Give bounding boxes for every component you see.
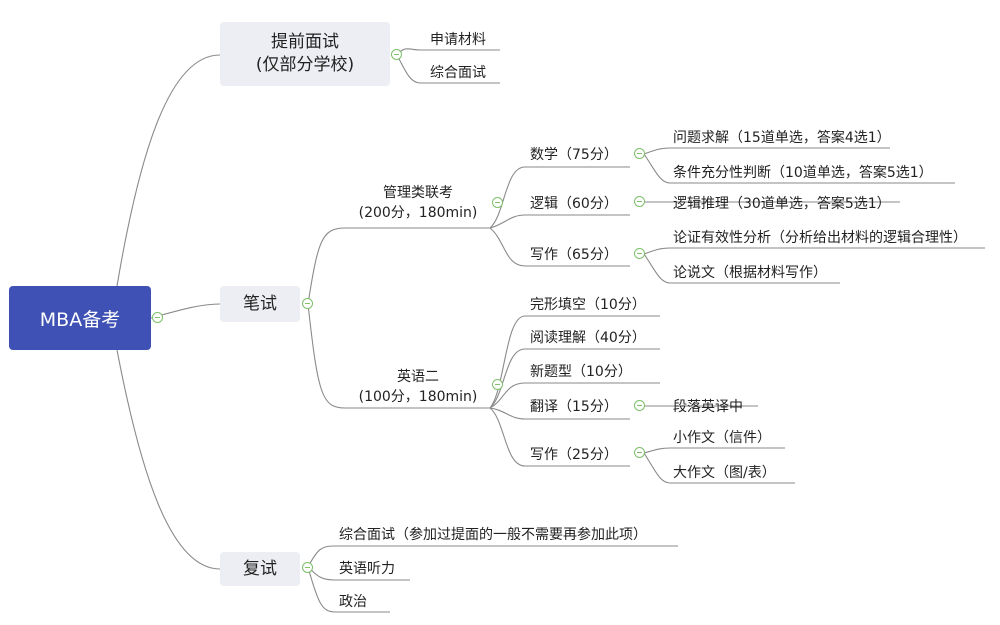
early-item-interview[interactable]: 综合面试 <box>430 65 486 81</box>
node-written-exam[interactable]: 笔试 <box>220 286 300 322</box>
management-title: 管理类联考 <box>383 185 453 201</box>
node-logic[interactable]: 逻辑（60分） <box>530 196 618 212</box>
retest-item-interview[interactable]: 综合面试（参加过提面的一般不需要再参加此项） <box>339 527 647 543</box>
writing-item-essay[interactable]: 论说文（根据材料写作） <box>673 265 827 281</box>
written-collapse-toggle[interactable] <box>302 298 313 309</box>
retest-collapse-toggle[interactable] <box>302 562 313 573</box>
node-management-exam[interactable]: 管理类联考 (200分，180min) <box>348 183 488 224</box>
translation-collapse-toggle[interactable] <box>634 400 645 411</box>
math-item-sufficiency[interactable]: 条件充分性判断（10道单选，答案5选1） <box>673 165 933 181</box>
english-writing-item-small[interactable]: 小作文（信件） <box>673 430 771 446</box>
node-retest[interactable]: 复试 <box>220 552 300 586</box>
root-collapse-toggle[interactable] <box>152 312 163 323</box>
logic-item-reasoning[interactable]: 逻辑推理（30道单选，答案5选1） <box>673 196 891 212</box>
english-writing-item-large[interactable]: 大作文（图/表） <box>673 465 776 481</box>
math-item-problem-solving[interactable]: 问题求解（15道单选，答案4选1） <box>673 130 891 146</box>
retest-item-listening[interactable]: 英语听力 <box>339 561 395 577</box>
node-translation[interactable]: 翻译（15分） <box>530 399 618 415</box>
logic-collapse-toggle[interactable] <box>634 196 645 207</box>
node-new-type[interactable]: 新题型（10分） <box>530 364 632 380</box>
early-title: 提前面试 <box>270 32 339 53</box>
writing-collapse-toggle[interactable] <box>634 248 645 259</box>
retest-item-politics[interactable]: 政治 <box>339 594 367 610</box>
node-english-writing[interactable]: 写作（25分） <box>530 447 618 463</box>
management-subtitle: (200分，180min) <box>358 205 478 222</box>
written-title: 笔试 <box>243 293 277 314</box>
translation-item[interactable]: 段落英译中 <box>673 399 743 415</box>
node-early-interview[interactable]: 提前面试 (仅部分学校) <box>220 22 390 86</box>
root-label: MBA备考 <box>39 308 121 331</box>
english-writing-collapse-toggle[interactable] <box>634 447 645 458</box>
node-math[interactable]: 数学（75分） <box>530 147 618 163</box>
node-reading[interactable]: 阅读理解（40分） <box>530 330 646 346</box>
math-collapse-toggle[interactable] <box>634 148 645 159</box>
english-collapse-toggle[interactable] <box>492 379 503 390</box>
node-english-exam[interactable]: 英语二 (100分，180min) <box>348 367 488 408</box>
english-subtitle: (100分，180min) <box>358 389 478 406</box>
english-title: 英语二 <box>397 369 439 385</box>
retest-title: 复试 <box>243 558 277 579</box>
early-collapse-toggle[interactable] <box>391 49 402 60</box>
node-cloze[interactable]: 完形填空（10分） <box>530 297 646 313</box>
early-subtitle: (仅部分学校) <box>255 55 355 75</box>
root-node[interactable]: MBA备考 <box>9 286 151 350</box>
writing-item-argument-analysis[interactable]: 论证有效性分析（分析给出材料的逻辑合理性） <box>673 230 967 246</box>
management-collapse-toggle[interactable] <box>492 197 503 208</box>
node-writing[interactable]: 写作（65分） <box>530 247 618 263</box>
early-item-materials[interactable]: 申请材料 <box>430 32 486 48</box>
